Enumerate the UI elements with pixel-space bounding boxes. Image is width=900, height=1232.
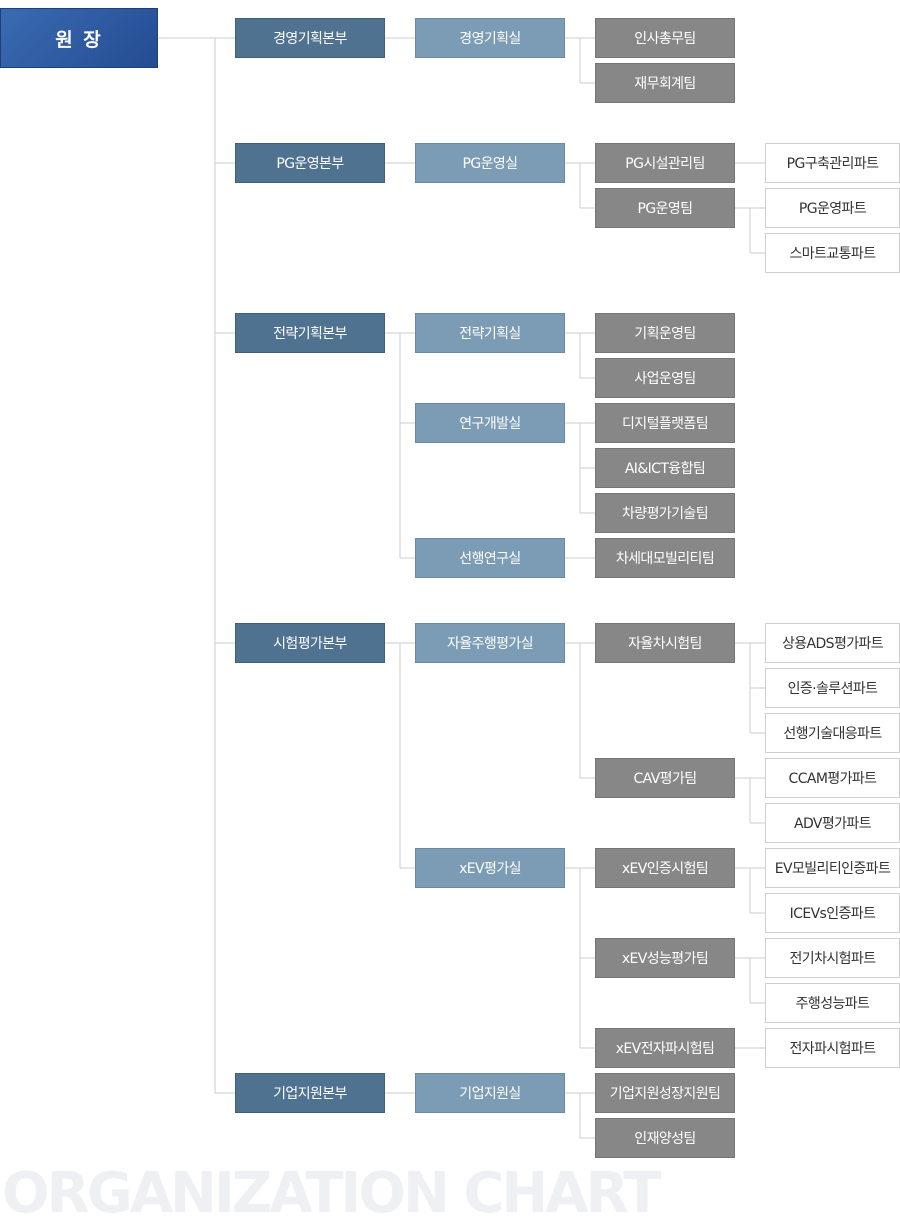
office-box: 선행연구실	[415, 538, 565, 578]
part-box: 선행기술대응파트	[765, 713, 900, 753]
part-box: 전기차시험파트	[765, 938, 900, 978]
office-box: 경영기획실	[415, 18, 565, 58]
root-box-director: 원 장	[0, 8, 158, 68]
division-box: 시험평가본부	[235, 623, 385, 663]
part-box: CCAM평가파트	[765, 758, 900, 798]
part-box: ICEVs인증파트	[765, 893, 900, 933]
office-box: PG운영실	[415, 143, 565, 183]
watermark-text: ORGANIZATION CHART	[2, 1161, 661, 1226]
team-box: 기업지원성장지원팀	[595, 1073, 735, 1113]
team-box: 인사총무팀	[595, 18, 735, 58]
part-box: 전자파시험파트	[765, 1028, 900, 1068]
part-box: 상용ADS평가파트	[765, 623, 900, 663]
team-box: xEV인증시험팀	[595, 848, 735, 888]
office-box: 자율주행평가실	[415, 623, 565, 663]
team-box: 차량평가기술팀	[595, 493, 735, 533]
division-box: PG운영본부	[235, 143, 385, 183]
team-box: PG운영팀	[595, 188, 735, 228]
team-box: 디지털플랫폼팀	[595, 403, 735, 443]
office-box: 기업지원실	[415, 1073, 565, 1113]
part-box: PG구축관리파트	[765, 143, 900, 183]
team-box: 사업운영팀	[595, 358, 735, 398]
team-box: xEV성능평가팀	[595, 938, 735, 978]
part-box: ADV평가파트	[765, 803, 900, 843]
team-box: xEV전자파시험팀	[595, 1028, 735, 1068]
part-box: 인증·솔루션파트	[765, 668, 900, 708]
part-box: PG운영파트	[765, 188, 900, 228]
team-box: 인재양성팀	[595, 1118, 735, 1158]
team-box: CAV평가팀	[595, 758, 735, 798]
division-box: 전략기획본부	[235, 313, 385, 353]
team-box: AI&ICT융합팀	[595, 448, 735, 488]
office-box: 전략기획실	[415, 313, 565, 353]
division-box: 기업지원본부	[235, 1073, 385, 1113]
team-box: 자율차시험팀	[595, 623, 735, 663]
office-box: 연구개발실	[415, 403, 565, 443]
team-box: 기획운영팀	[595, 313, 735, 353]
team-box: 차세대모빌리티팀	[595, 538, 735, 578]
part-box: 주행성능파트	[765, 983, 900, 1023]
division-box: 경영기획본부	[235, 18, 385, 58]
part-box: EV모빌리티인증파트	[765, 848, 900, 888]
team-box: PG시설관리팀	[595, 143, 735, 183]
part-box: 스마트교통파트	[765, 233, 900, 273]
office-box: xEV평가실	[415, 848, 565, 888]
team-box: 재무회계팀	[595, 63, 735, 103]
